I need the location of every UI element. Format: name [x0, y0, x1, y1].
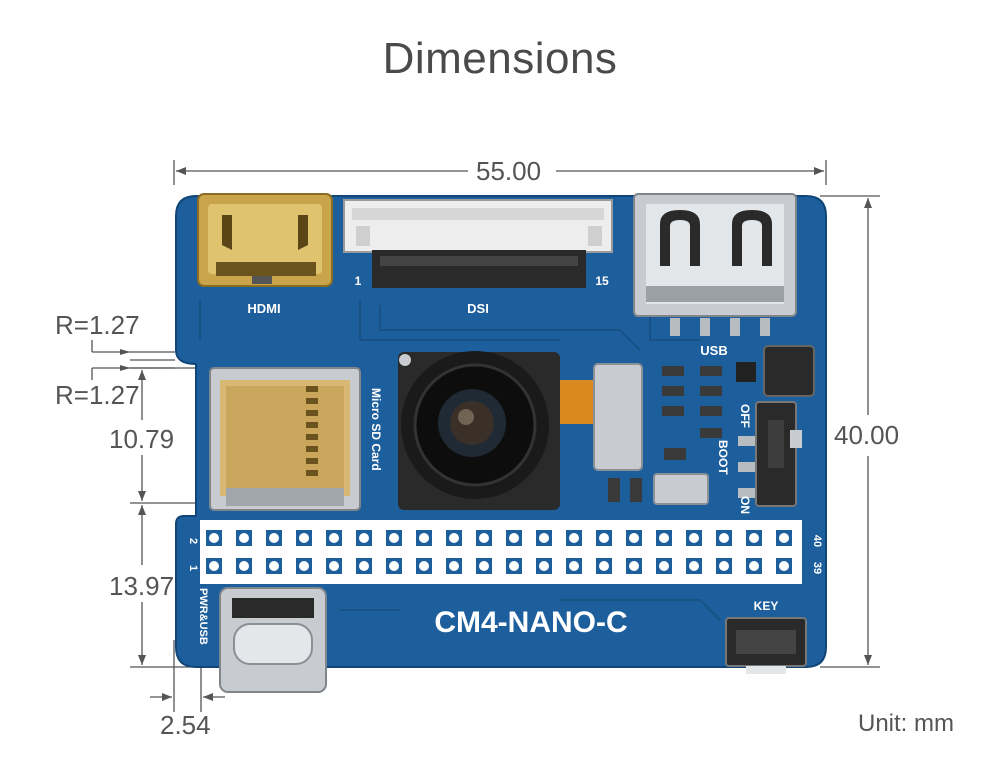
- microsd-slot: [209, 367, 361, 511]
- header-pin-hole: [359, 533, 369, 543]
- usb-a-connector: [633, 193, 797, 336]
- dsi-label: DSI: [467, 301, 489, 316]
- header-pin-hole: [779, 533, 789, 543]
- header-pin-hole: [359, 561, 369, 571]
- microsd-label: Micro SD Card: [369, 388, 383, 471]
- header-pin-hole: [269, 561, 279, 571]
- header-pin-hole: [509, 561, 519, 571]
- header-pin-hole: [749, 533, 759, 543]
- header-pin-hole: [419, 533, 429, 543]
- header-pin-hole: [659, 533, 669, 543]
- header-pin-hole: [599, 533, 609, 543]
- header-pin-hole: [419, 561, 429, 571]
- header-pin-hole: [629, 533, 639, 543]
- header-pin-hole: [209, 533, 219, 543]
- header-pin-hole: [719, 561, 729, 571]
- header-pin-hole: [329, 533, 339, 543]
- header-pin-hole: [569, 561, 579, 571]
- sd-offset-dimension: 10.79: [109, 424, 175, 454]
- header-pin-hole: [539, 561, 549, 571]
- header-pin-hole: [509, 533, 519, 543]
- header-pin-hole: [539, 533, 549, 543]
- dsi-pin-last: 15: [595, 274, 609, 288]
- header-pin-hole: [479, 561, 489, 571]
- gpio-header-pins: [206, 530, 792, 574]
- camera-module: [398, 351, 643, 510]
- board-name: CM4-NANO-C: [434, 606, 627, 639]
- key-button: [725, 617, 807, 674]
- usb-label: USB: [700, 343, 727, 358]
- hdmi-label: HDMI: [247, 301, 280, 316]
- dimension-lines: [91, 160, 880, 712]
- pin-pitch-dimension: 2.54: [160, 710, 211, 740]
- header-pin-hole: [779, 561, 789, 571]
- header-pin-hole: [689, 561, 699, 571]
- header-pin-2: 2: [187, 538, 199, 544]
- unit-label: Unit: mm: [858, 710, 954, 737]
- usb-c-connector: [219, 587, 327, 693]
- key-label: KEY: [754, 599, 779, 613]
- header-pin-hole: [389, 533, 399, 543]
- header-pin-hole: [749, 561, 759, 571]
- header-pin-hole: [299, 533, 309, 543]
- header-pin-hole: [209, 561, 219, 571]
- header-pin-hole: [599, 561, 609, 571]
- dsi-pin-first: 1: [355, 274, 362, 288]
- radius-bottom-dimension: R=1.27: [55, 380, 140, 410]
- header-pin-hole: [449, 561, 459, 571]
- header-pin-hole: [689, 533, 699, 543]
- gpio-header-bg: [200, 520, 802, 584]
- radius-top-dimension: R=1.27: [55, 310, 140, 340]
- hdmi-connector: [197, 193, 333, 287]
- header-pin-hole: [389, 561, 399, 571]
- header-pin-hole: [299, 561, 309, 571]
- pwr-usb-label: PWR&USB: [197, 588, 209, 645]
- dsi-connector: [343, 199, 613, 288]
- header-pin-40: 40: [811, 535, 823, 547]
- header-pin-hole: [329, 561, 339, 571]
- header-pin-hole: [569, 533, 579, 543]
- header-pin-hole: [239, 561, 249, 571]
- header-pin-1: 1: [187, 565, 199, 571]
- header-offset-dimension: 13.97: [109, 571, 175, 601]
- header-pin-39: 39: [811, 562, 823, 574]
- header-pin-hole: [239, 533, 249, 543]
- smd-components: [608, 345, 815, 505]
- header-pin-hole: [629, 561, 639, 571]
- header-pin-hole: [269, 533, 279, 543]
- page-title: Dimensions: [382, 34, 618, 83]
- off-label: OFF: [738, 404, 752, 428]
- width-dimension: 55.00: [476, 156, 542, 186]
- header-pin-hole: [479, 533, 489, 543]
- boot-switch: [755, 401, 802, 507]
- boot-label: BOOT: [716, 440, 730, 475]
- height-dimension: 40.00: [834, 420, 900, 450]
- header-pin-hole: [719, 533, 729, 543]
- header-pin-hole: [659, 561, 669, 571]
- header-pin-hole: [449, 533, 459, 543]
- on-label: ON: [738, 496, 752, 514]
